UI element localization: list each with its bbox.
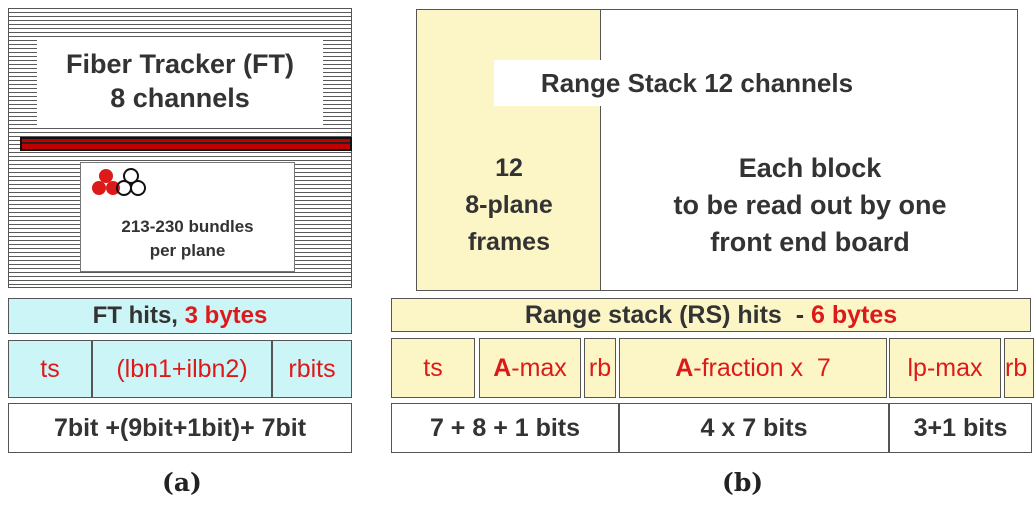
rs-frames-column (417, 10, 601, 290)
rs-field-rb2: rb (1004, 338, 1034, 398)
rs-frames-label: 12 8-plane frames (417, 150, 601, 261)
rs-field-afraction: A-fraction x 7 (619, 338, 887, 398)
rs-field-amax: A-max (479, 338, 581, 398)
rs-bits-b: 4 x 7 bits (619, 403, 889, 453)
rs-frames-line1: 12 (495, 154, 523, 182)
ft-bundle-box (80, 162, 295, 272)
rs-hits-label: Range stack (RS) hits - (524, 301, 811, 329)
fiber-bundle-icon (92, 168, 146, 196)
ft-red-fiber-bar (20, 137, 352, 151)
ft-field-ts: ts (8, 340, 92, 398)
rs-frames-line3: frames (468, 228, 550, 256)
ft-hits-bytes: 3 bytes (184, 302, 268, 329)
ft-hits-header: FT hits, 3 bytes (8, 298, 352, 334)
rs-frames-line2: 8-plane (465, 191, 553, 219)
rs-bits-c: 3+1 bits (889, 403, 1032, 453)
rs-hits-bytes: 6 bytes (811, 301, 898, 329)
rs-field-ts: ts (391, 338, 475, 398)
ft-bundles-label: 213-230 bundles per plane (80, 215, 295, 263)
rs-amax-a: A (493, 353, 512, 382)
ft-bundles-line1: 213-230 bundles (121, 217, 254, 236)
rs-description: Each block to be read out by one front e… (602, 150, 1018, 261)
rs-afrac-rest: -fraction x 7 (693, 353, 831, 382)
rs-afrac-a: A (675, 353, 694, 382)
ft-title-line1: Fiber Tracker (FT) (65, 49, 295, 79)
rs-field-lpmax: lp-max (889, 338, 1001, 398)
ft-title-line2: 8 channels (110, 83, 250, 113)
rs-desc-line1: Each block (738, 153, 882, 183)
caption-a: (a) (162, 468, 202, 497)
ft-field-lbn: (lbn1+ilbn2) (92, 340, 272, 398)
ft-hits-label: FT hits, (92, 302, 185, 329)
rs-desc-line2: to be read out by one (673, 190, 947, 220)
rs-hits-header: Range stack (RS) hits - 6 bytes (391, 298, 1031, 332)
rs-bits-a: 7 + 8 + 1 bits (391, 403, 619, 453)
caption-b: (b) (722, 468, 764, 497)
rs-amax-rest: -max (511, 353, 567, 382)
rs-field-rb: rb (584, 338, 616, 398)
ft-bits-row: 7bit +(9bit+1bit)+ 7bit (8, 403, 352, 453)
ft-field-rbits: rbits (272, 340, 352, 398)
ft-title-box: Fiber Tracker (FT) 8 channels (37, 37, 323, 125)
rs-title: Range Stack 12 channels (494, 60, 900, 106)
rs-desc-line3: front end board (710, 227, 910, 257)
ft-bundles-line2: per plane (149, 241, 226, 260)
